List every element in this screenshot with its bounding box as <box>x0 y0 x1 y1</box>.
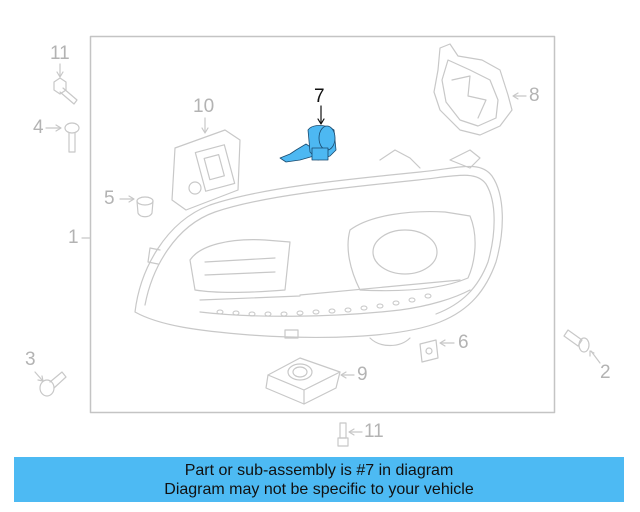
callout-5[interactable]: 5 <box>104 188 115 209</box>
part-2-illustration <box>563 329 590 353</box>
part-6-illustration <box>419 339 439 363</box>
callout-4[interactable]: 4 <box>33 117 44 138</box>
callout-3[interactable]: 3 <box>25 349 36 370</box>
part-11-top-illustration <box>53 77 78 105</box>
callout-11-bottom[interactable]: 11 <box>364 421 384 442</box>
assembly-frame <box>89 35 556 414</box>
callout-1[interactable]: 1 <box>68 227 79 248</box>
headlamp-housing <box>134 149 503 347</box>
callout-9[interactable]: 9 <box>357 364 368 385</box>
part-5-illustration <box>136 196 154 218</box>
callout-2[interactable]: 2 <box>600 362 611 383</box>
part-7-highlighted <box>279 125 337 163</box>
part-9-illustration <box>265 357 341 405</box>
part-3-illustration <box>39 371 67 397</box>
part-8-illustration <box>433 43 513 136</box>
part-10-illustration <box>171 129 241 211</box>
banner-line-part: Part or sub-assembly is #7 in diagram <box>184 462 454 479</box>
callout-8[interactable]: 8 <box>529 85 540 106</box>
parts-diagram <box>34 35 601 447</box>
callout-11-top[interactable]: 11 <box>50 43 70 64</box>
callout-10[interactable]: 10 <box>193 96 215 117</box>
info-banner: Part or sub-assembly is #7 in diagram Di… <box>14 457 624 502</box>
part-4-illustration <box>64 122 80 153</box>
part-11-bottom-illustration <box>337 422 349 447</box>
callout-6[interactable]: 6 <box>458 332 469 353</box>
callout-7[interactable]: 7 <box>314 86 325 107</box>
banner-line-disclaimer: Diagram may not be specific to your vehi… <box>164 481 474 498</box>
